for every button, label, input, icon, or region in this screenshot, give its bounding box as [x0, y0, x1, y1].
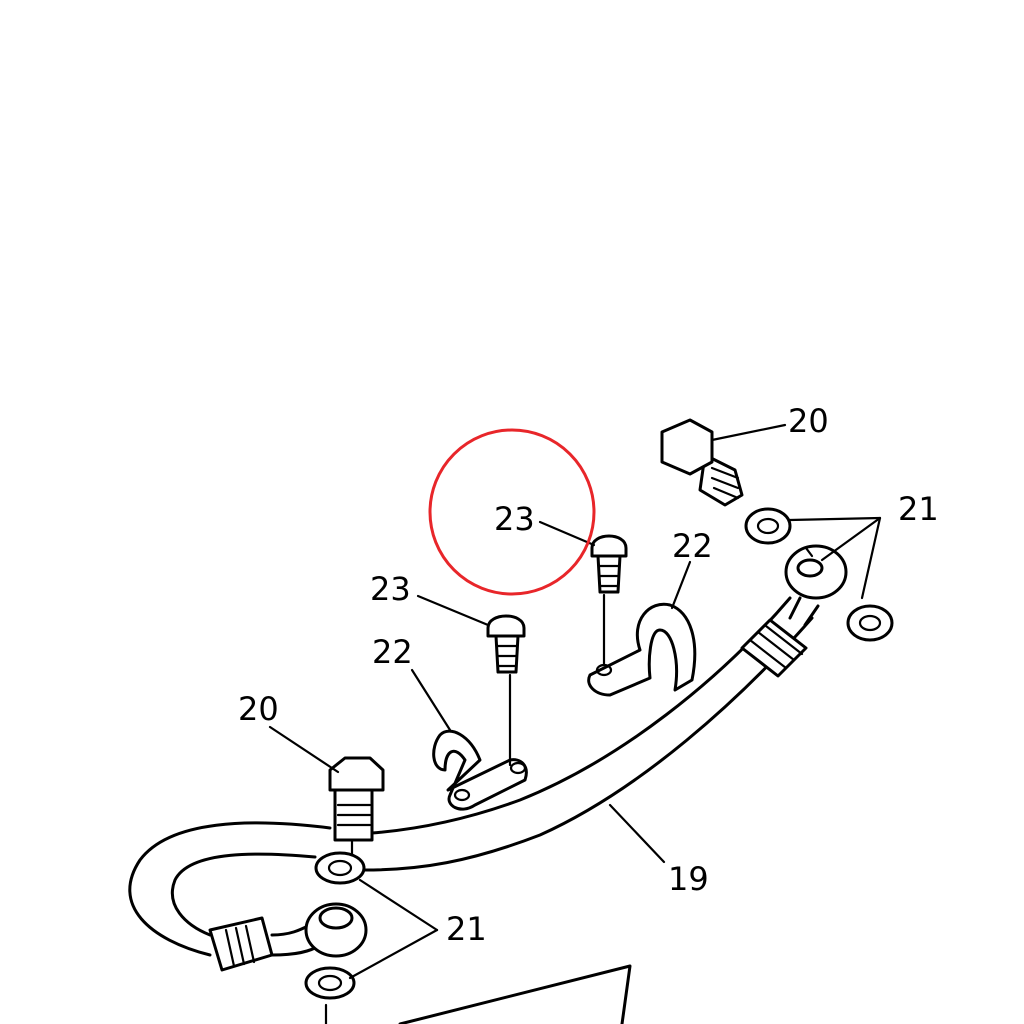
frame-outline — [398, 964, 632, 1024]
hose-clamp-right — [587, 593, 697, 697]
callout-23-right: 23 — [494, 500, 535, 538]
screw-right — [590, 534, 628, 594]
callout-23-left: 23 — [370, 570, 411, 608]
callout-20-left: 20 — [238, 690, 279, 728]
washer — [846, 604, 894, 642]
callout-21-top: 21 — [898, 490, 939, 528]
washer — [304, 966, 356, 1000]
washer — [744, 507, 792, 545]
washer — [314, 851, 366, 885]
hose-clamp-left — [432, 673, 528, 811]
oil-hose — [128, 544, 848, 972]
highlight-circle — [428, 428, 596, 596]
callout-21-bottom: 21 — [446, 910, 487, 948]
callout-22-left: 22 — [372, 633, 413, 671]
screw-left — [486, 614, 526, 674]
banjo-bolt-left — [328, 756, 385, 872]
leader-lines — [268, 423, 882, 980]
callout-22-right: 22 — [672, 527, 713, 565]
callout-19: 19 — [668, 860, 709, 898]
banjo-bolt-top — [660, 418, 814, 558]
callout-20-top: 20 — [788, 402, 829, 440]
